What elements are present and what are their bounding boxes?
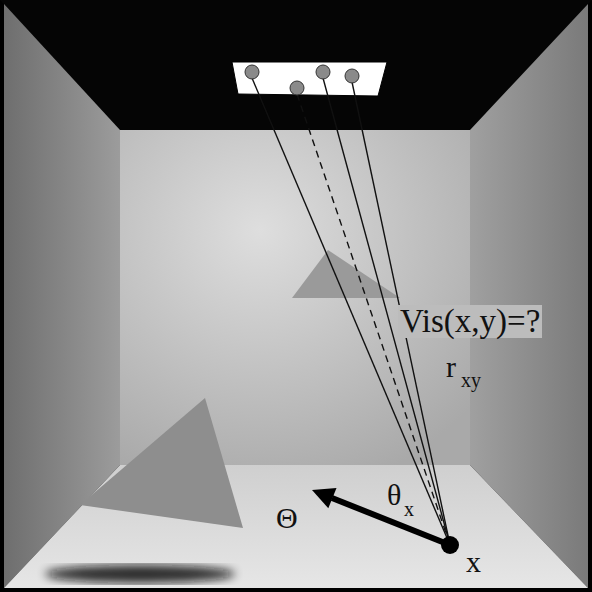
floor (4, 465, 588, 588)
subscript: x (404, 499, 414, 519)
point-label: x (466, 547, 481, 577)
shadow (45, 565, 235, 583)
large-triangle (80, 398, 243, 528)
direction-label: Θ (276, 503, 298, 533)
area-light (232, 62, 387, 96)
sample-point (345, 69, 359, 83)
sample-point (245, 65, 259, 79)
visibility-label: Vis(x,y)=? (398, 305, 542, 338)
sample-point (290, 81, 304, 95)
surface-point (441, 536, 459, 554)
arrow-head (312, 488, 337, 508)
sample-point (316, 65, 330, 79)
distance-label: r (446, 352, 456, 382)
light-samples (245, 65, 359, 95)
subscript: xy (461, 370, 481, 390)
small-triangle (292, 250, 400, 298)
angle-label: θ (387, 480, 401, 510)
